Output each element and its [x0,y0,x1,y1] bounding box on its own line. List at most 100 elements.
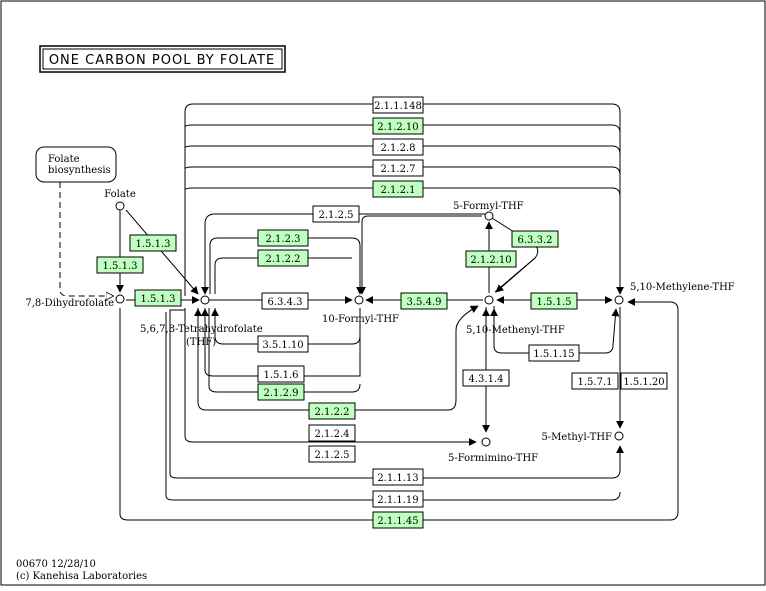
thf-inbound-arrows [194,308,624,470]
enzyme-box-1-5-7-1[interactable]: 1.5.7.1 [571,372,619,390]
enzyme-label: 2.1.2.2 [266,254,301,265]
formyl10-node[interactable] [354,295,364,305]
enzyme-box-frame [571,372,619,390]
enzyme-box-2-1-2-9[interactable]: 2.1.2.9 [257,383,305,401]
formyl5-node[interactable] [484,211,494,221]
enzyme-box-frame [308,424,356,442]
compound-labels: Folate 7,8-Dihydrofolate 5,6,7,8-Tetrahy… [25,189,734,464]
enzyme-box-frame [462,369,510,387]
enzyme-box-2-1-2-8[interactable]: 2.1.2.8 [372,138,424,156]
enzyme-box-1-5-1-3[interactable]: 1.5.1.3 [129,234,177,252]
enzyme-box-1-5-1-3[interactable]: 1.5.1.3 [134,289,182,307]
thf-label[interactable]: 5,6,7,8-Tetrahydrofolate [140,324,263,335]
methenyl-node[interactable] [484,295,494,305]
enzyme-box-frame [257,365,305,383]
enzyme-box-6-3-3-2[interactable]: 6.3.3.2 [511,230,559,248]
enzyme-box-frame [372,96,424,114]
enzyme-box-frame [308,445,356,463]
enzyme-box-2-1-2-5[interactable]: 2.1.2.5 [308,445,356,463]
map-id-date: 00670 12/28/10 [16,559,96,570]
enzyme-box-2-1-1-13[interactable]: 2.1.1.13 [372,468,424,486]
enzyme-box-4-3-1-4[interactable]: 4.3.1.4 [462,369,510,387]
enzyme-box-3-5-1-10[interactable]: 3.5.1.10 [257,335,309,353]
enzyme-box-frame [372,511,424,529]
enzyme-box-2-1-1-19[interactable]: 2.1.1.19 [372,490,424,508]
methenyl-label[interactable]: 5,10-Methenyl-THF [466,325,565,336]
enzyme-box-frame [257,335,309,353]
enzyme-box-2-1-2-10[interactable]: 2.1.2.10 [372,117,424,135]
enzyme-box-frame [372,117,424,135]
enzyme-box-3-5-4-9[interactable]: 3.5.4.9 [400,292,448,310]
enzyme-label: 1.5.1.3 [103,261,138,272]
enzyme-box-2-1-2-1[interactable]: 2.1.2.1 [372,180,424,198]
dihydrofolate-label[interactable]: 7,8-Dihydrofolate [25,298,114,309]
enzyme-label: 2.1.2.8 [381,143,416,154]
enzyme-box-frame [530,292,578,310]
footer: 00670 12/28/10 (c) Kanehisa Laboratories [16,559,147,582]
enzyme-box-frame [465,250,517,268]
formimino-node[interactable] [481,437,491,447]
methylene-node[interactable] [614,295,624,305]
enzyme-label: 2.1.1.19 [377,495,418,506]
enzyme-box-frame [257,383,305,401]
enzyme-label: 1.5.1.5 [537,297,572,308]
compound-nodes [115,201,624,447]
enzyme-label: 2.1.2.3 [266,234,301,245]
pathway-link-label-line1: Folate [48,154,80,165]
formimino-label[interactable]: 5-Formimino-THF [448,453,538,464]
formyl5-label[interactable]: 5-Formyl-THF [453,201,524,212]
enzyme-box-frame [372,468,424,486]
enzyme-box-2-1-1-148[interactable]: 2.1.1.148 [372,96,424,114]
enzyme-label: 3.5.4.9 [407,297,442,308]
enzyme-box-2-1-2-7[interactable]: 2.1.2.7 [372,159,424,177]
formyl10-label[interactable]: 10-Formyl-THF [322,314,399,325]
enzyme-label: 2.1.2.5 [319,210,354,221]
enzyme-label: 1.5.1.15 [533,349,574,360]
enzyme-label: 1.5.7.1 [578,377,613,388]
enzyme-label: 1.5.1.3 [141,294,176,305]
dihydrofolate-node[interactable] [115,294,125,304]
enzyme-box-1-5-1-20[interactable]: 1.5.1.20 [620,372,668,390]
methyl-node[interactable] [614,431,624,441]
enzyme-label: 6.3.3.2 [518,235,553,246]
folate-node[interactable] [115,201,125,211]
enzyme-label: 2.1.2.10 [470,255,511,266]
methyl-label[interactable]: 5-Methyl-THF [541,432,612,443]
thf-node[interactable] [200,295,210,305]
thf-abbrev-label[interactable]: (THF) [186,337,216,348]
enzyme-box-1-5-1-6[interactable]: 1.5.1.6 [257,365,305,383]
methylene-label[interactable]: 5,10-Methylene-THF [630,282,735,293]
enzyme-box-1-5-1-15[interactable]: 1.5.1.15 [528,344,580,362]
enzyme-label: 1.5.1.6 [264,370,299,381]
enzyme-label: 2.1.2.7 [381,164,416,175]
enzyme-box-2-1-2-2[interactable]: 2.1.2.2 [257,249,309,267]
enzyme-box-1-5-1-5[interactable]: 1.5.1.5 [530,292,578,310]
enzyme-box-frame [308,402,356,420]
enzyme-label: 2.1.1.148 [374,101,422,112]
enzyme-label: 2.1.2.5 [315,450,350,461]
enzyme-label: 6.3.4.3 [268,297,303,308]
enzyme-label: 1.5.1.3 [136,239,171,250]
enzyme-box-1-5-1-3[interactable]: 1.5.1.3 [96,256,144,274]
enzyme-box-frame [528,344,580,362]
enzyme-box-6-3-4-3[interactable]: 6.3.4.3 [261,292,309,310]
enzyme-label: 2.1.2.2 [315,407,350,418]
enzyme-box-frame [257,249,309,267]
enzyme-boxes: 2.1.1.148 2.1.2.10 2.1.2.8 2.1.2.7 2.1.2.1 2.… [96,96,668,529]
enzyme-box-2-1-2-3[interactable]: 2.1.2.3 [257,229,309,247]
enzyme-box-frame [511,230,559,248]
enzyme-box-2-1-2-5[interactable]: 2.1.2.5 [312,205,360,223]
enzyme-label: 1.5.1.20 [623,377,664,388]
enzyme-box-2-1-2-2[interactable]: 2.1.2.2 [308,402,356,420]
folate-label[interactable]: Folate [104,189,136,200]
enzyme-box-frame [134,289,182,307]
enzyme-box-frame [372,159,424,177]
enzyme-box-2-1-1-45[interactable]: 2.1.1.45 [372,511,424,529]
enzyme-box-2-1-2-4[interactable]: 2.1.2.4 [308,424,356,442]
folate-biosynthesis-link[interactable]: Folate biosynthesis [35,146,117,183]
enzyme-label: 3.5.1.10 [262,340,303,351]
enzyme-box-2-1-2-10[interactable]: 2.1.2.10 [465,250,517,268]
enzyme-label: 4.3.1.4 [469,374,504,385]
